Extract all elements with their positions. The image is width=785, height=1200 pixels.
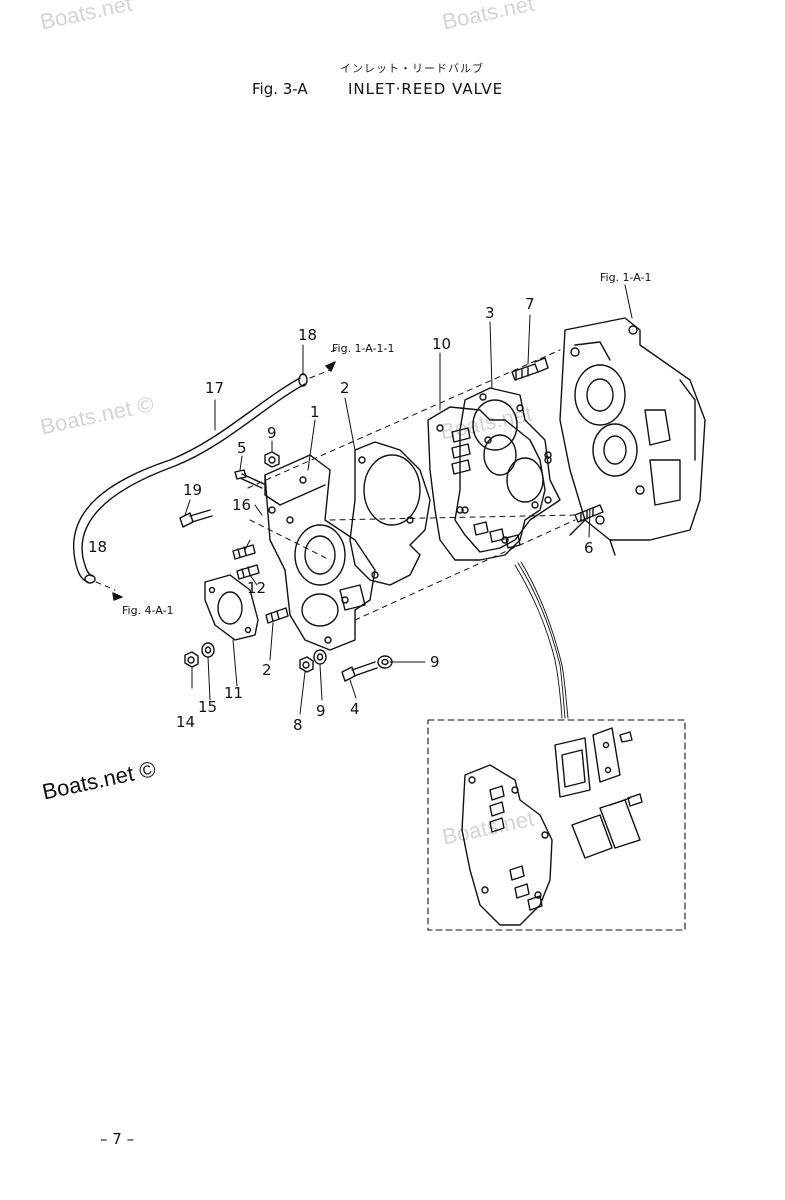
- inlet-manifold-1: [264, 454, 376, 651]
- japanese-title: インレット・リードバルブ: [340, 62, 484, 75]
- page-number: – 7 –: [100, 1130, 135, 1148]
- bolt-7: [511, 357, 549, 381]
- callout-18: 18: [88, 538, 107, 556]
- callout-16: 16: [232, 496, 251, 514]
- callout-9: 9: [430, 653, 440, 671]
- callout-12: 12: [247, 579, 266, 597]
- fitting-16: [232, 544, 260, 580]
- callout-19: 19: [183, 481, 202, 499]
- figure-number: Fig. 3-A: [252, 80, 308, 98]
- washer-9: [313, 649, 393, 669]
- gasket-11: [204, 574, 259, 641]
- callout-9: 9: [316, 702, 326, 720]
- callout-3: 3: [485, 304, 495, 322]
- callout-1: 1: [310, 403, 320, 421]
- nut-8: [299, 656, 314, 673]
- figure-title: INLET·REED VALVE: [348, 80, 504, 98]
- crankcase-part: [559, 317, 706, 556]
- callout-15: 15: [198, 698, 217, 716]
- callout-17: 17: [205, 379, 224, 397]
- gasket-10: [427, 406, 552, 561]
- washer-15: [201, 642, 215, 658]
- reed-valve-detail-inset: [427, 719, 686, 931]
- callout-6: 6: [584, 539, 594, 557]
- screw-19: [179, 509, 213, 528]
- ref-fig-1-a-1: Fig. 1-A-1: [600, 271, 652, 284]
- callout-10: 10: [432, 335, 451, 353]
- inset-connector: [514, 561, 569, 719]
- leader-lines: [184, 284, 633, 715]
- reference-arrows: [112, 361, 336, 601]
- callout-11: 11: [224, 684, 243, 702]
- callout-18: 18: [298, 326, 317, 344]
- ref-fig-1-a-1-1: Fig. 1-A-1-1: [332, 342, 395, 355]
- callout-2: 2: [340, 379, 350, 397]
- alignment-lines: [95, 349, 576, 663]
- nut-14: [184, 651, 199, 668]
- callout-4: 4: [350, 700, 360, 718]
- bolt-4: [341, 661, 378, 682]
- fitting-12: [265, 607, 289, 624]
- callout-2: 2: [262, 661, 272, 679]
- ref-fig-4-a-1: Fig. 4-A-1: [122, 604, 174, 617]
- stud-bolt-6: [574, 504, 604, 523]
- gasket-2: [349, 441, 431, 586]
- nut-9-top: [264, 451, 280, 468]
- reed-valve-plate-3: [454, 387, 561, 553]
- fuel-hose-17: [72, 373, 308, 584]
- callout-8: 8: [293, 716, 303, 734]
- callout-5: 5: [237, 439, 247, 457]
- bolt-5: [234, 469, 265, 489]
- callout-9: 9: [267, 424, 277, 442]
- callout-7: 7: [525, 295, 535, 313]
- callout-14: 14: [176, 713, 195, 731]
